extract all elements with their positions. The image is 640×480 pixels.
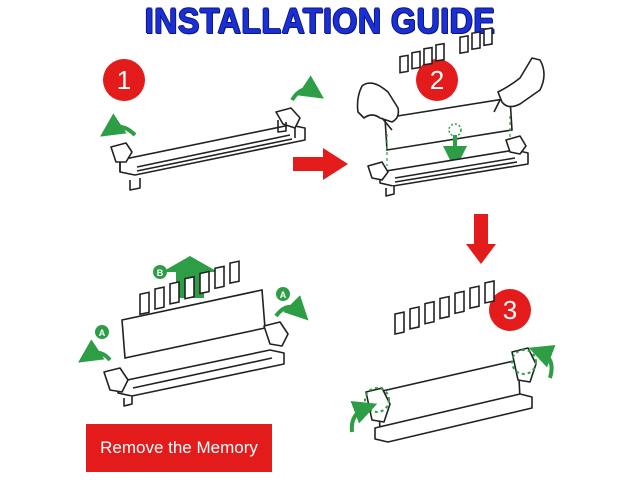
marker-a-right-circle	[276, 287, 290, 301]
removed-module	[121, 260, 266, 359]
guide-title: INSTALLATION GUIDE	[144, 2, 496, 41]
step-3-panel: 3	[349, 280, 556, 443]
step-1-panel: 1	[100, 59, 324, 191]
step-1-circle	[103, 59, 145, 101]
latch-close-arrow-right	[528, 344, 556, 379]
marker-a-right-label: A	[280, 290, 287, 300]
latch-open-arrow-left	[100, 113, 137, 137]
hand-left	[356, 82, 400, 131]
remove-panel: B A A	[78, 256, 309, 407]
dimm-slot-remove	[103, 321, 289, 407]
unlatch-arrow-right	[274, 295, 309, 321]
step-2-number: 2	[430, 65, 444, 95]
step-3-circle	[489, 289, 531, 331]
step-3-number: 3	[503, 295, 517, 325]
dimm-slot-open	[110, 107, 306, 191]
memory-module	[384, 27, 513, 151]
marker-a-left-circle	[95, 325, 109, 339]
latch-close-arrow-left	[349, 400, 378, 433]
marker-b-label: B	[157, 268, 164, 278]
hand-right	[493, 57, 545, 113]
step-2-panel: 2	[356, 27, 545, 197]
step-1-number: 1	[117, 65, 131, 95]
remove-memory-label: Remove the Memory	[86, 424, 272, 472]
marker-b-circle	[153, 265, 167, 279]
dimm-slot-step2	[367, 135, 529, 197]
unlatch-arrow-left	[78, 339, 112, 363]
step-2-circle	[416, 59, 458, 101]
flow-arrow-right	[293, 148, 348, 180]
latch-open-arrow-right	[290, 75, 324, 102]
flow-arrow-down	[466, 214, 496, 264]
notch-align-circle-top	[448, 123, 462, 137]
marker-a-left-label: A	[99, 328, 106, 338]
